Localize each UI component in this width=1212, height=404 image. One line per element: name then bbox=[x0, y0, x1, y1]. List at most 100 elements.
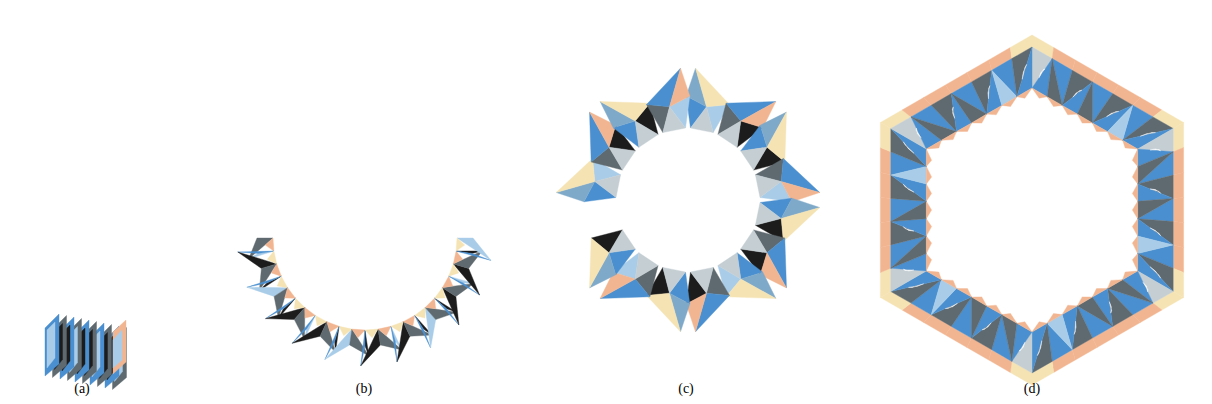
facet bbox=[238, 251, 274, 253]
inner-edge bbox=[1132, 184, 1137, 201]
inner-edge bbox=[926, 271, 941, 280]
inner-edge bbox=[1132, 236, 1137, 254]
facet bbox=[47, 322, 55, 368]
border-strip bbox=[880, 198, 890, 223]
inner-edge bbox=[1047, 314, 1062, 324]
hole bbox=[1143, 282, 1148, 292]
folded-block bbox=[45, 314, 127, 390]
facet bbox=[1012, 47, 1032, 97]
inner-edge bbox=[1132, 254, 1137, 271]
border-strip bbox=[880, 245, 890, 273]
facet bbox=[609, 147, 635, 170]
inner-edge bbox=[972, 297, 987, 306]
inner-edge bbox=[1032, 88, 1047, 98]
inner-edge bbox=[957, 288, 972, 297]
facet bbox=[456, 238, 465, 251]
facet bbox=[113, 330, 122, 368]
facet bbox=[247, 276, 281, 287]
inner-edge bbox=[926, 184, 931, 201]
facet bbox=[670, 68, 690, 107]
hole bbox=[1150, 267, 1161, 278]
inner-edge bbox=[1017, 322, 1032, 332]
facet bbox=[249, 238, 273, 259]
facet bbox=[556, 159, 595, 193]
inner-edge bbox=[1132, 149, 1137, 166]
hole bbox=[916, 128, 921, 138]
subfigure-label: (d) bbox=[1024, 381, 1040, 397]
facet bbox=[315, 315, 327, 325]
subfigure-label: (c) bbox=[678, 381, 694, 397]
facet bbox=[1108, 105, 1133, 140]
facet bbox=[361, 329, 381, 366]
facet bbox=[590, 238, 610, 288]
inner-edge bbox=[987, 105, 1002, 114]
arc-tessellation bbox=[238, 238, 491, 366]
subfigure-label: (a) bbox=[74, 381, 90, 397]
inner-edge bbox=[1132, 166, 1137, 184]
ring-tessellation bbox=[556, 68, 820, 332]
facet bbox=[453, 251, 462, 264]
border-strip bbox=[1173, 148, 1183, 176]
inner-edge bbox=[1077, 114, 1092, 123]
facet bbox=[453, 264, 479, 295]
inner-edge bbox=[1123, 140, 1138, 149]
facet bbox=[277, 276, 287, 288]
facet bbox=[325, 329, 352, 359]
hole bbox=[1150, 149, 1161, 151]
inner-edge bbox=[1132, 201, 1137, 218]
facet bbox=[635, 253, 658, 279]
facet bbox=[391, 322, 403, 332]
facet bbox=[435, 288, 446, 299]
facet bbox=[718, 253, 741, 279]
inner-edge bbox=[1032, 322, 1047, 332]
border-strip bbox=[1173, 198, 1183, 223]
hole bbox=[1150, 189, 1161, 193]
inner-edge bbox=[972, 114, 987, 123]
facet bbox=[305, 308, 316, 319]
inner-edge bbox=[1108, 280, 1123, 289]
facet bbox=[365, 329, 378, 338]
inner-edge bbox=[926, 149, 931, 166]
inner-edge bbox=[941, 132, 956, 141]
facet bbox=[113, 320, 126, 374]
facet bbox=[767, 112, 787, 162]
facet bbox=[378, 326, 391, 335]
facet bbox=[457, 238, 491, 260]
facet bbox=[425, 298, 436, 309]
inner-edge bbox=[987, 305, 1002, 314]
hole bbox=[1019, 342, 1025, 351]
inner-edge bbox=[926, 254, 931, 271]
facet bbox=[403, 315, 415, 325]
inner-edge bbox=[1092, 123, 1107, 132]
inner-edge bbox=[1092, 288, 1107, 297]
inner-edge bbox=[1062, 305, 1077, 314]
facet bbox=[1138, 236, 1174, 254]
facet bbox=[1032, 323, 1052, 373]
inner-edge bbox=[941, 280, 956, 289]
hole bbox=[903, 142, 914, 153]
hole bbox=[988, 86, 990, 99]
hole bbox=[952, 107, 954, 118]
facet bbox=[595, 175, 621, 198]
hole bbox=[1022, 64, 1026, 79]
inner-edge bbox=[1002, 97, 1017, 107]
facet bbox=[265, 238, 274, 251]
hole bbox=[903, 227, 914, 231]
hole bbox=[903, 184, 914, 192]
hole bbox=[945, 303, 957, 308]
border-strip bbox=[880, 173, 890, 199]
hexagon-tessellation bbox=[880, 35, 1183, 385]
facet bbox=[1138, 198, 1174, 221]
facet bbox=[891, 268, 927, 291]
facet bbox=[972, 297, 987, 338]
border-strip bbox=[1173, 222, 1183, 248]
facet bbox=[691, 107, 714, 133]
inner-edge bbox=[1002, 314, 1017, 324]
hole bbox=[1107, 111, 1119, 116]
inner-edge bbox=[1017, 88, 1032, 98]
inner-edge bbox=[926, 201, 931, 218]
hole bbox=[903, 269, 914, 271]
facet bbox=[726, 279, 776, 299]
